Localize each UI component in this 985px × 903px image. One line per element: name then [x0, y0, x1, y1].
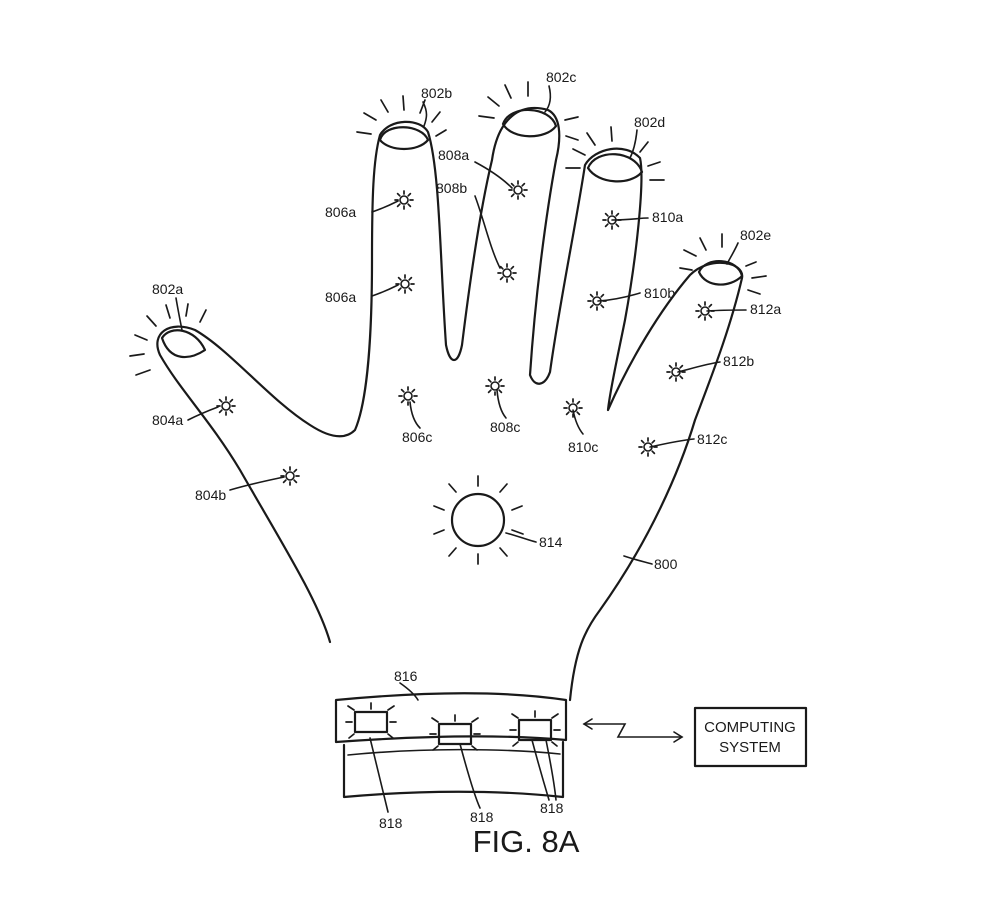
- wrist-band: [336, 693, 566, 742]
- led-sensors: [217, 181, 714, 485]
- led-808c-icon: [486, 377, 504, 395]
- led-808b-icon: [498, 264, 516, 282]
- wireless-link-arrow: [584, 719, 682, 742]
- label-800: 800: [654, 556, 678, 572]
- label-802d: 802d: [634, 114, 665, 130]
- label-814: 814: [539, 534, 563, 550]
- label-818-3: 818: [540, 800, 564, 816]
- led-808a-icon: [509, 181, 527, 199]
- label-806a-2: 806a: [325, 289, 356, 305]
- label-818-1: 818: [379, 815, 403, 831]
- cuff-fold-line: [348, 750, 560, 755]
- nail-middle: [503, 110, 556, 136]
- label-812b: 812b: [723, 353, 754, 369]
- label-806c: 806c: [402, 429, 432, 445]
- figure-title: FIG. 8A: [473, 824, 580, 859]
- label-804b: 804b: [195, 487, 226, 503]
- label-818-2: 818: [470, 809, 494, 825]
- label-812a: 812a: [750, 301, 781, 317]
- led-812c-icon: [639, 438, 657, 456]
- led-804a-icon: [217, 397, 235, 415]
- led-806a-2-icon: [396, 275, 414, 293]
- led-806c-icon: [399, 387, 417, 405]
- label-802a: 802a: [152, 281, 183, 297]
- band-led-1: [346, 703, 396, 738]
- label-810a: 810a: [652, 209, 683, 225]
- nail-ring: [588, 154, 642, 181]
- glove-outline: [157, 108, 742, 700]
- label-810c: 810c: [568, 439, 598, 455]
- label-802e: 802e: [740, 227, 771, 243]
- nail-thumb: [162, 330, 205, 357]
- computing-box-line2: SYSTEM: [719, 739, 781, 756]
- nail-pinky: [699, 261, 742, 284]
- computing-box-line1: COMPUTING: [704, 719, 796, 736]
- label-804a: 804a: [152, 412, 183, 428]
- led-806a-1-icon: [395, 191, 413, 209]
- tip-rays-index: [357, 96, 446, 136]
- label-810b: 810b: [644, 285, 675, 301]
- label-816: 816: [394, 668, 418, 684]
- led-812b-icon: [667, 363, 685, 381]
- label-808b: 808b: [436, 180, 467, 196]
- label-806a-1: 806a: [325, 204, 356, 220]
- central-led-814: [434, 476, 523, 564]
- label-812c: 812c: [697, 431, 727, 447]
- band-led-2: [430, 715, 480, 750]
- label-802c: 802c: [546, 69, 576, 85]
- computing-system-box: [695, 708, 806, 766]
- label-802b: 802b: [421, 85, 452, 101]
- led-810c-icon: [564, 399, 582, 417]
- label-808a: 808a: [438, 147, 469, 163]
- tip-rays-thumb: [130, 304, 206, 375]
- nail-index: [380, 127, 428, 149]
- label-808c: 808c: [490, 419, 520, 435]
- band-led-3: [510, 711, 560, 746]
- led-804b-icon: [281, 467, 299, 485]
